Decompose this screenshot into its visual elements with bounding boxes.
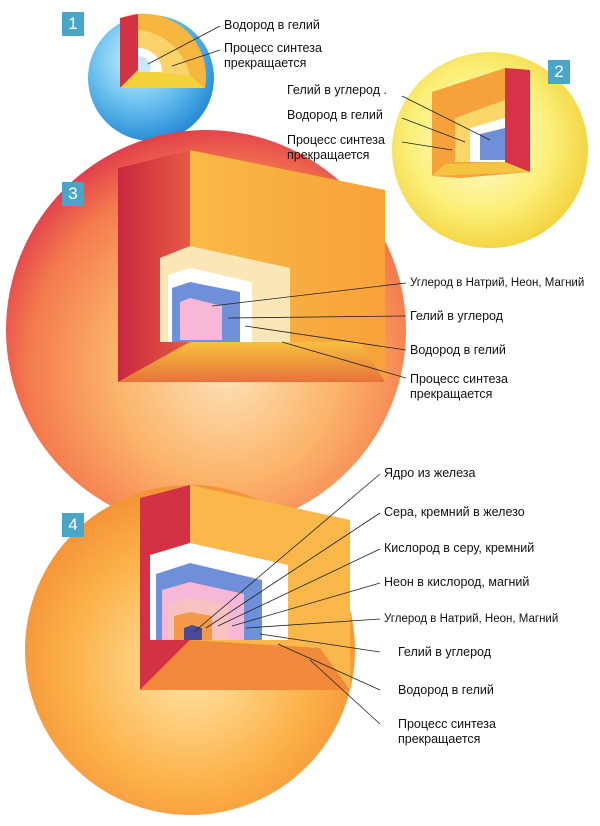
leader-line (193, 473, 381, 633)
star-2-cutaway-floor (432, 162, 530, 176)
stage-4-label-oxygen: Кислород в серу, кремний (384, 541, 535, 555)
star-4 (25, 473, 381, 815)
leader-line (245, 618, 381, 629)
star-1-cutaway-floor (120, 70, 205, 88)
leader-line (281, 341, 407, 379)
stage-2-badge: 2 (548, 60, 570, 84)
leader-line (401, 117, 466, 143)
leader-line (231, 582, 381, 627)
leader-line (147, 25, 221, 65)
stage-3-label-hydrogen: Водород в гелий (410, 343, 506, 357)
leader-line (217, 548, 381, 627)
stage-2-label-helium: Гелий в углерод . (287, 83, 387, 97)
star-3 (6, 130, 407, 530)
stage-4-label-helium: Гелий в углерод (398, 645, 492, 659)
stage-4-label-neon: Неон в кислород, магний (384, 575, 530, 589)
stage-3-label-helium: Гелий в углерод (410, 309, 504, 323)
leader-line (401, 141, 453, 151)
stage-3-badge: 3 (62, 182, 84, 206)
stage-2-label-fusion-stops: Процесс синтеза прекращается (287, 133, 385, 162)
leader-line (309, 659, 381, 725)
stage-4-label-iron-core: Ядро из железа (384, 466, 476, 480)
leader-line (259, 633, 381, 653)
stage-1-badge: 1 (62, 12, 84, 36)
stage-3-label-fusion-stops: Процесс синтеза прекращается (410, 372, 508, 401)
star-2-core-blue (480, 128, 505, 160)
star-1-cutaway-wall (120, 14, 138, 88)
stage-1-label-fusion-stops: Процесс синтеза прекращается (224, 41, 322, 70)
stage-1-label-hydrogen: Водород в гелий (224, 18, 320, 32)
stage-2-label-hydrogen: Водород в гелий (287, 108, 383, 122)
stage-4-label-carbon: Углерод в Натрий, Неон, Магний (384, 613, 559, 625)
star-2-cutaway-wall (505, 68, 530, 172)
star-3-core-pink (180, 298, 222, 340)
star-2 (392, 52, 588, 248)
leader-line (401, 95, 491, 141)
star-3-cutaway-floor (118, 342, 385, 382)
leader-line (244, 325, 407, 351)
leader-line (205, 512, 381, 629)
star-1-core-blue (138, 55, 151, 72)
leader-line (227, 315, 407, 319)
leader-line (277, 643, 381, 691)
stage-3-label-carbon: Углерод в Натрий, Неон, Магний (410, 277, 585, 289)
leader-line (211, 282, 407, 307)
stage-4-label-hydrogen: Водород в гелий (398, 683, 494, 697)
star-1 (88, 13, 221, 141)
stage-4-label-silicon: Сера, кремний в железо (384, 505, 525, 519)
stage-4-badge: 4 (62, 513, 84, 537)
stage-4-label-fusion-stops: Процесс синтеза прекращается (398, 717, 496, 746)
leader-line (171, 49, 221, 67)
